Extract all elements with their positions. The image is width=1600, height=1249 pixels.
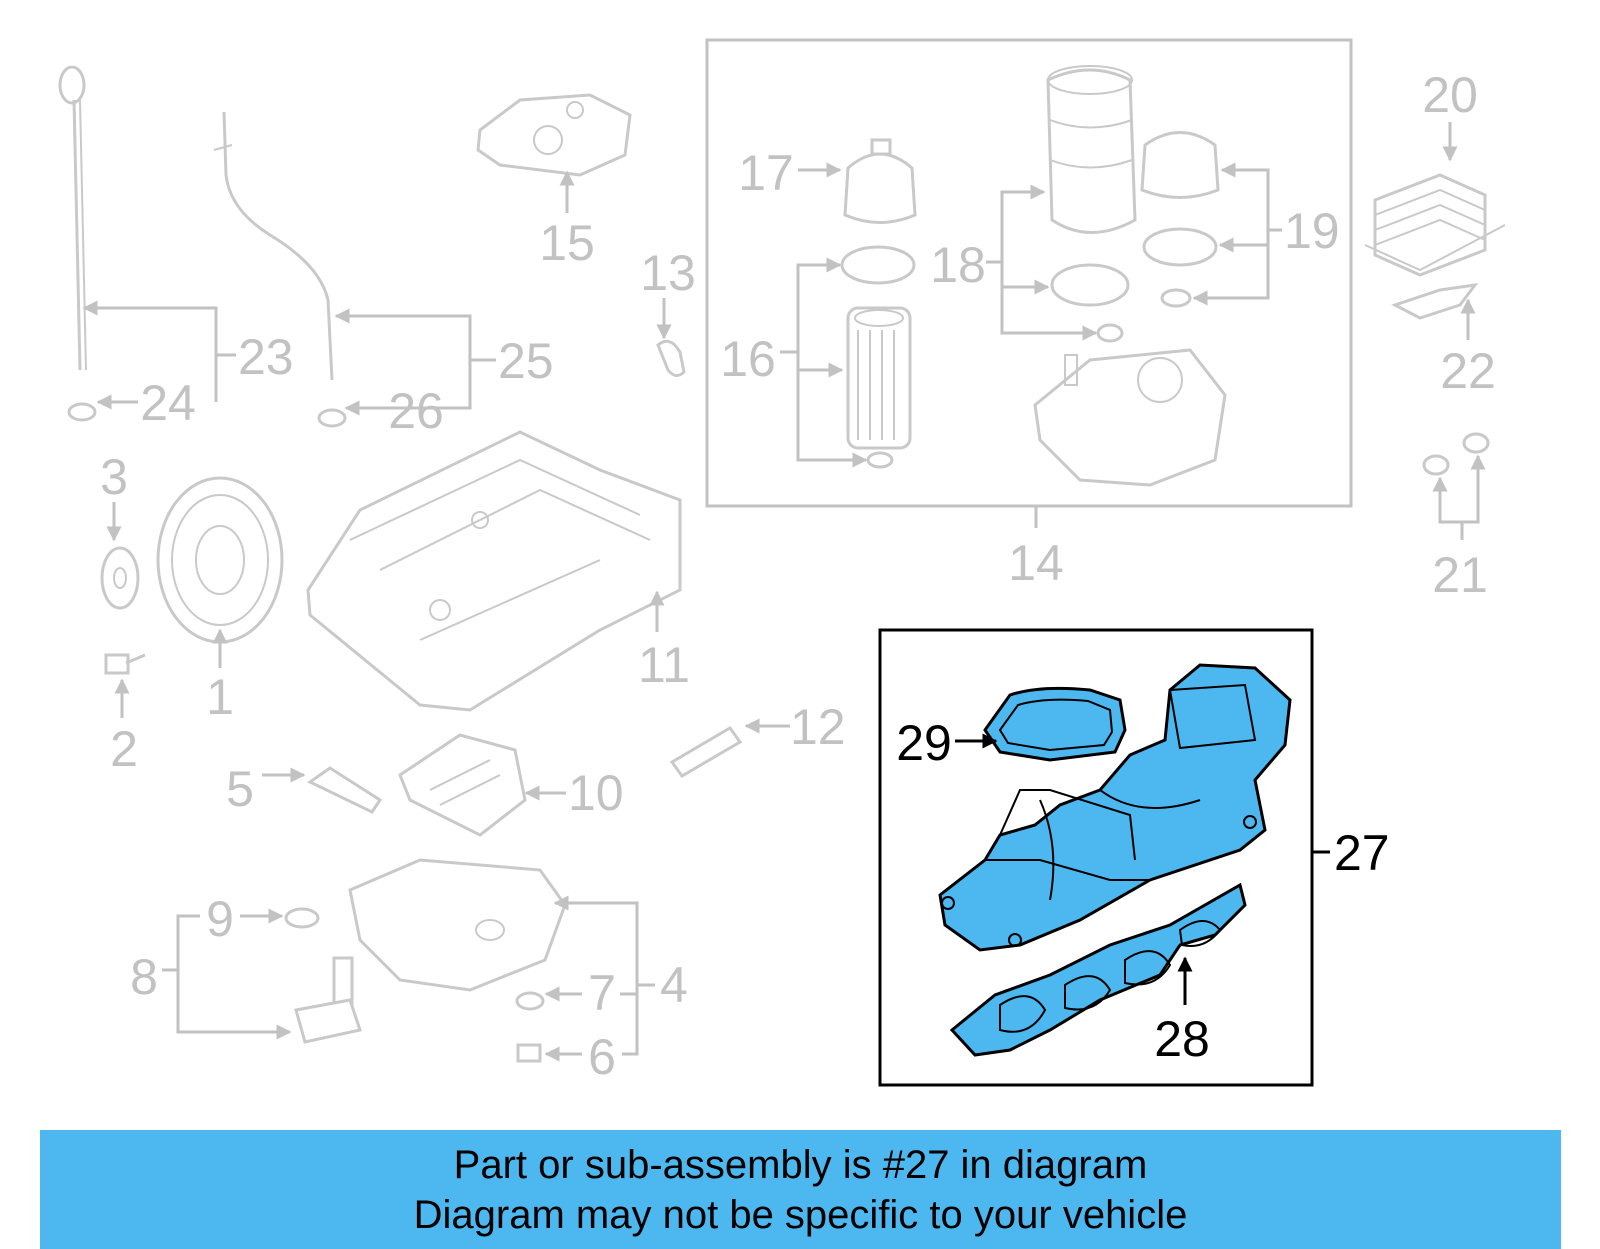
highlighted-gasket-29	[983, 686, 1127, 762]
plug-6	[516, 1043, 542, 1063]
callout-25: 25	[498, 333, 554, 389]
group-box-14	[705, 38, 1353, 508]
callout-26: 26	[388, 383, 444, 439]
highlight-leader-lines	[955, 733, 1330, 1005]
callout-5: 5	[226, 761, 254, 817]
callout-18: 18	[930, 237, 986, 293]
callout-8: 8	[130, 949, 158, 1005]
dipstick-tube-part	[213, 111, 334, 381]
callout-4: 4	[660, 957, 688, 1013]
washer-3	[100, 546, 140, 610]
engine-block-part	[306, 430, 682, 712]
seal-ring-9	[284, 907, 320, 929]
gasket-13	[656, 339, 686, 377]
bolt-2	[104, 653, 146, 675]
seal-ring-7	[515, 991, 545, 1011]
cap-19	[1140, 131, 1220, 199]
seal-ring-16a	[840, 245, 916, 285]
callout-1: 1	[206, 669, 234, 725]
seal-ring-18a	[1050, 263, 1130, 307]
seal-ring-21a	[1422, 454, 1450, 476]
sealant-tube-5	[307, 766, 383, 814]
oil-pan-part	[348, 858, 567, 992]
seal-ring-26	[317, 408, 347, 428]
filter-cap-17	[843, 138, 917, 224]
callout-12: 12	[790, 699, 846, 755]
callout-17: 17	[738, 145, 794, 201]
callout-23: 23	[238, 329, 294, 385]
bracket-part	[398, 733, 527, 837]
seal-ring-16b	[866, 451, 894, 469]
cover-part	[476, 93, 632, 177]
callout-15: 15	[539, 215, 595, 271]
callout-10: 10	[568, 765, 624, 821]
callout-19: 19	[1284, 203, 1340, 259]
filter-base-part	[1033, 348, 1227, 487]
callout-22: 22	[1440, 343, 1496, 399]
sealant-tube-12	[669, 726, 743, 778]
seal-ring-19b	[1160, 288, 1192, 308]
callout-29: 29	[896, 715, 952, 771]
callout-11: 11	[638, 637, 690, 693]
callout-9: 9	[206, 891, 234, 947]
callout-6: 6	[588, 1029, 616, 1085]
gasket-22	[1391, 283, 1479, 320]
highlighted-module-27	[938, 663, 1292, 952]
callout-20: 20	[1422, 67, 1478, 123]
notice-banner: Part or sub-assembly is #27 in diagram D…	[40, 1130, 1561, 1249]
filter-housing-18	[1046, 65, 1137, 234]
callout-21: 21	[1432, 547, 1488, 603]
pulley-part	[156, 476, 284, 644]
callout-28: 28	[1154, 1011, 1210, 1067]
callout-2: 2	[110, 721, 138, 777]
oil-sensor-part	[294, 956, 362, 1044]
group-box-27	[878, 628, 1314, 1087]
callout-16: 16	[720, 331, 776, 387]
oil-cooler-part	[1364, 173, 1506, 277]
callout-13: 13	[640, 245, 696, 301]
callout-numbers: 1 2 3 4 5 6 7 8 9 10 11 12 13 14 15 16 1…	[100, 67, 1496, 1085]
callout-24: 24	[140, 375, 196, 431]
leader-lines	[82, 122, 1486, 1062]
callout-27: 27	[1334, 825, 1390, 881]
callout-14: 14	[1008, 535, 1064, 591]
dipstick-part	[58, 65, 87, 371]
callout-3: 3	[100, 449, 128, 505]
seal-ring-21b	[1462, 432, 1490, 454]
seal-ring-19a	[1142, 227, 1218, 267]
seal-ring-24	[67, 402, 97, 422]
callout-7: 7	[588, 965, 616, 1021]
banner-line-1: Part or sub-assembly is #27 in diagram	[453, 1143, 1148, 1187]
banner-line-2: Diagram may not be specific to your vehi…	[413, 1193, 1188, 1237]
highlighted-gasket-28	[949, 882, 1247, 1057]
filter-element-16	[846, 306, 912, 450]
seal-ring-18b	[1096, 323, 1124, 343]
